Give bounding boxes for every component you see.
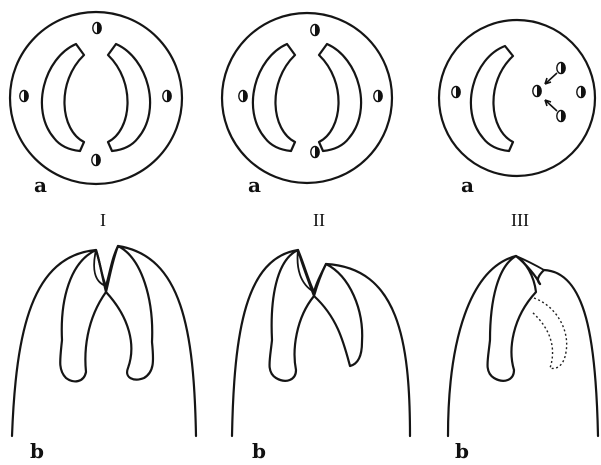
panel-1-numeral: I — [100, 210, 106, 230]
panel-2-left-dot — [239, 90, 247, 101]
panel-1-left-lobe — [60, 250, 106, 381]
panel-2-left-lobe — [270, 250, 315, 381]
panel-3: a III b — [439, 20, 598, 463]
panel-2-bottom-label: b — [252, 439, 266, 463]
panel-1-outline — [12, 246, 196, 436]
panel-1-right-arc — [108, 44, 150, 151]
panel-2-disc — [222, 13, 392, 183]
panel-1-top-label: a — [34, 173, 47, 197]
panel-2-top-dot — [311, 24, 319, 35]
panel-3-lower-dot — [557, 110, 565, 121]
panel-2-right-arc — [319, 44, 361, 151]
panel-1-bottom-dot — [92, 154, 100, 165]
panel-3-left-dot — [452, 86, 460, 97]
panel-3-upper-dot — [557, 62, 565, 73]
panel-1-left-arc — [42, 44, 84, 151]
panel-3-center-dot — [533, 85, 541, 96]
panel-3-outline — [448, 256, 598, 436]
panel-2-bottom-dot — [311, 146, 319, 157]
panel-2-right-dot — [374, 90, 382, 101]
panel-1-right-lobe — [106, 246, 153, 380]
panel-1-top-dot — [93, 22, 101, 33]
panel-3-right-dot — [577, 86, 585, 97]
panel-2-top-label: a — [248, 173, 261, 197]
panel-3-top-label: a — [461, 173, 474, 197]
panel-1-disc — [10, 12, 182, 184]
panel-1-bottom-label: b — [30, 439, 44, 463]
panel-3-bottom-label: b — [455, 439, 469, 463]
panel-2-numeral: II — [313, 210, 325, 230]
panel-1-right-dot — [163, 90, 171, 101]
panel-2: a II b — [222, 13, 410, 463]
panel-3-left-lobe — [488, 256, 537, 381]
panel-2-left-arc — [253, 44, 295, 151]
panel-3-ghost-lobe — [532, 298, 567, 368]
panel-2-right-lobe — [314, 264, 362, 366]
panel-1-left-dot — [20, 90, 28, 101]
panel-3-arrows — [545, 73, 557, 111]
panel-3-arc — [471, 46, 513, 151]
panel-3-disc — [439, 20, 595, 176]
panel-1: a I b — [10, 12, 196, 463]
panel-3-numeral: III — [511, 210, 529, 230]
